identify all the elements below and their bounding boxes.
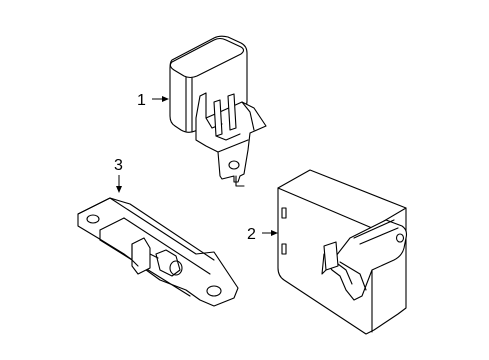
part-3-sensor-bar <box>77 197 239 307</box>
callout-3-number: 3 <box>114 157 123 174</box>
callout-1-arrowhead <box>162 96 169 102</box>
part-2-control-module <box>277 169 408 335</box>
callout-2: 2 <box>247 226 278 243</box>
callout-2-arrowhead <box>271 230 278 236</box>
callout-1: 1 <box>137 92 169 109</box>
callout-2-number: 2 <box>247 226 256 243</box>
callout-1-number: 1 <box>137 92 146 109</box>
part-1-relay-module <box>169 35 267 187</box>
callout-3: 3 <box>114 157 123 193</box>
callout-3-arrowhead <box>116 186 122 193</box>
